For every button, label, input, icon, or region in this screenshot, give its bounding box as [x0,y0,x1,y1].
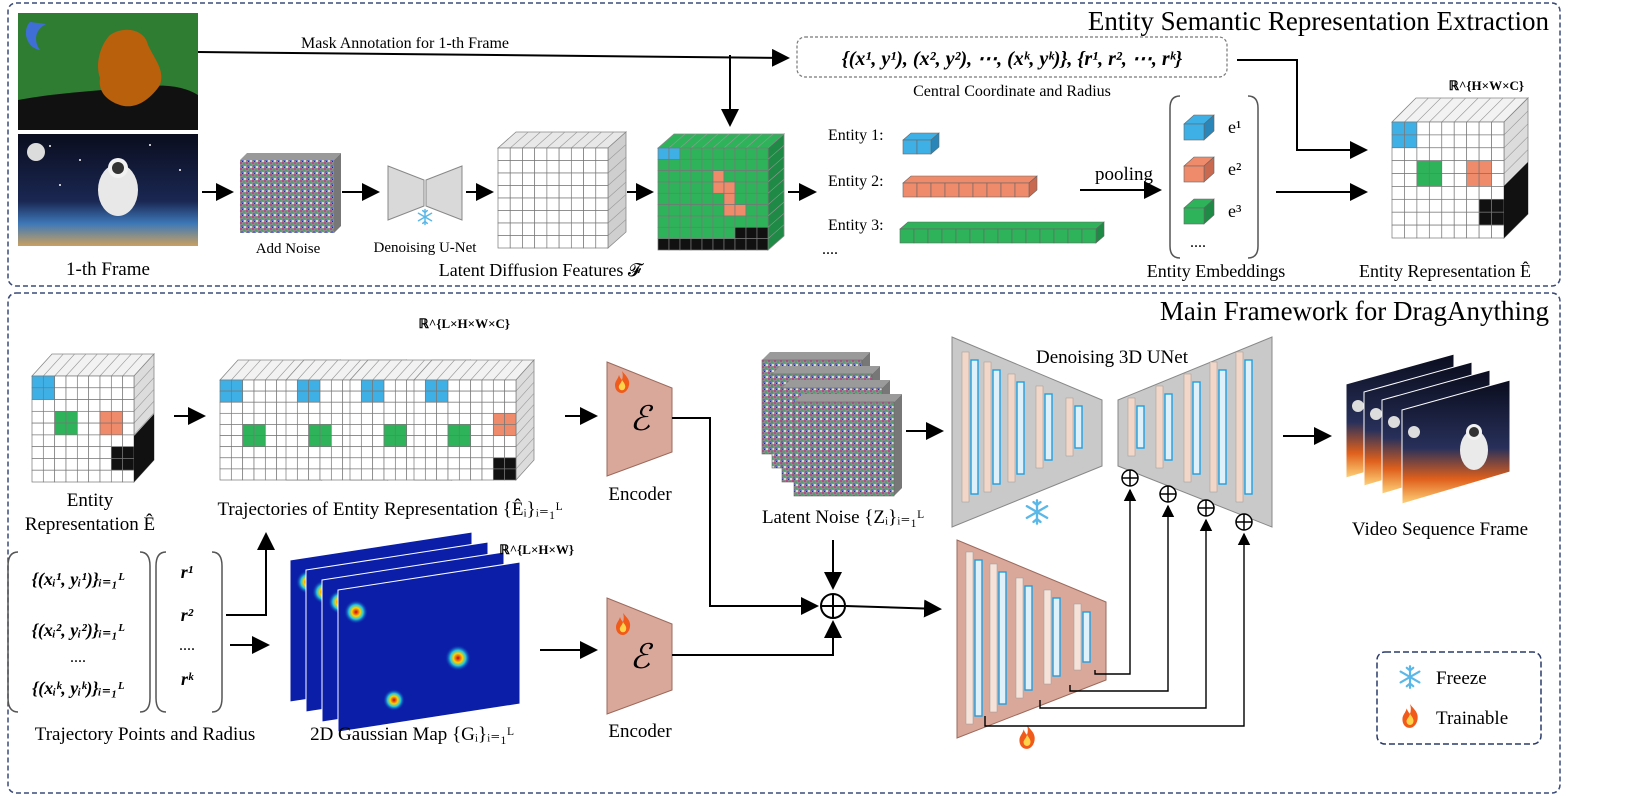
sum-node [820,593,846,619]
flame-icon [1402,704,1418,728]
noise-frame [793,394,902,497]
entity-representation-label: Entity Representation Ê [1359,260,1531,281]
entity-representation-cube [1391,97,1529,239]
entity-embedding-cubes [1183,114,1215,225]
gaussian-frame [337,561,521,733]
snowflake-icon [1399,665,1421,689]
entity-rep-line2: Representation Ê [25,513,155,535]
embedding-2-label: e² [1228,159,1241,179]
embedding-more-label: .... [1190,234,1206,251]
latent-features-label: Latent Diffusion Features 𝓕 [439,260,645,280]
denoising-3d-unet-label: Denoising 3D UNet [1036,347,1189,368]
first-frame-image [18,134,198,246]
plus-node [1235,513,1253,531]
radius-1: r¹ [181,562,193,582]
encoder-bottom-label: Encoder [608,721,672,742]
embedding-3-label: e³ [1228,201,1242,221]
snowflake-icon [417,208,433,226]
encoder-top-label: Encoder [608,484,672,505]
embeddings-bracket-left [1169,95,1181,259]
add-noise-label: Add Noise [256,241,321,257]
encoder-bottom-to-sum-arrow [672,620,842,656]
entity-more-label: .... [822,241,838,258]
bottom-panel-border [7,292,1561,794]
latent-noise-stack [761,352,902,497]
encoder-bottom-symbol: ℰ [630,639,654,676]
traj-point-k: {(xᵢᵏ, yᵢᵏ)}ᵢ₌₁ᴸ [32,678,124,699]
gaussian-blob [383,689,405,711]
mask-annotation-label: Mask Annotation for 1-th Frame [301,35,509,52]
latent-feature-cube [656,133,786,251]
noise-cube [240,153,341,233]
radius-2: r² [181,605,194,625]
latent-noise-label: Latent Noise {Zᵢ}ᵢ₌₁ᴸ [762,507,924,528]
trajectory-representation-cubes [219,358,535,482]
traj-point-1: {(xᵢ¹, yᵢ¹)}ᵢ₌₁ᴸ [32,569,125,590]
trajectory-cube [413,358,535,482]
plus-node [1197,499,1215,517]
plus-node [1159,485,1177,503]
entity-1-label: Entity 1: [828,127,884,144]
injection-plus-nodes [984,469,1253,727]
traj-point-dots: .... [70,649,86,666]
top-panel-border [7,2,1561,287]
gray-feature-cube [496,131,628,249]
trainable-control-encoder [956,539,1107,739]
radius-bracket-right [211,551,223,713]
entity-feature-bars [899,132,1105,244]
video-frames-label: Video Sequence Frame [1352,519,1528,540]
frame-caption: 1-th Frame [66,259,150,280]
injection-connector [1094,488,1137,675]
legend-trainable: Trainable [1436,708,1508,729]
encoder-top-to-sum-arrow [672,417,819,615]
space-lhwc-label: ℝ^{L×H×W×C} [419,316,511,331]
plus-node [1121,469,1139,487]
coords-caption: Central Coordinate and Radius [913,83,1111,100]
traj-bracket-right [139,551,151,713]
embedding-1-label: e¹ [1228,117,1241,137]
coords-to-representation-arrow [1237,59,1368,159]
injection-connector [984,532,1251,727]
denoising-3d-unet [951,336,1273,528]
entity-2-label: Entity 2: [828,173,884,190]
traj-bracket-left [7,551,19,713]
bottom-panel-title: Main Framework for DragAnything [1160,296,1549,326]
traj-point-2: {(xᵢ², yᵢ²)}ᵢ₌₁ᴸ [32,620,125,641]
legend-box [1376,651,1542,745]
trajectories-caption: Trajectories of Entity Representation {Ê… [217,498,562,520]
flame-icon [1019,725,1035,749]
video-frame [1401,379,1511,505]
denoising-unet-shape [387,165,463,221]
mask-annotation-arrow [197,48,790,67]
video-sequence-frames [1345,353,1511,505]
injection-connector [1039,518,1213,709]
entity-embeddings-label: Entity Embeddings [1147,261,1286,281]
radius-k: rᵏ [181,669,194,689]
embeddings-bracket-right [1247,95,1259,259]
encoder-top-symbol: ℰ [630,401,654,438]
sum-to-control-arrow [845,599,942,618]
coords-box [796,36,1228,78]
gaussian-map-stack [289,531,521,733]
mask-image [18,13,198,130]
traj-to-representation-arrow [226,532,275,616]
snowflake-icon [1025,499,1049,525]
radius-dots: .... [179,637,195,654]
top-panel-title: Entity Semantic Representation Extractio… [1088,6,1550,36]
entity-3-label: Entity 3: [828,217,884,234]
gaussian-caption: 2D Gaussian Map {Gᵢ}ᵢ₌₁ᴸ [310,724,514,745]
entity-rep-line1: Entity [67,490,114,511]
gaussian-blob [445,645,471,671]
injection-connector [1069,504,1175,692]
radius-bracket-left [155,551,167,713]
traj-caption: Trajectory Points and Radius [35,724,255,745]
space-hwc-label: ℝ^{H×W×C} [1449,78,1524,93]
legend-freeze: Freeze [1436,668,1487,689]
denoising-unet-label: Denoising U-Net [374,240,478,256]
entity-representation-cube-bottom [31,352,155,484]
pooling-label: pooling [1095,164,1154,185]
coords-formula: {(x¹, y¹), (x², y²), ⋯, (xᵏ, yᵏ)}, {r¹, … [842,48,1183,70]
space-lhw-label: ℝ^{L×H×W} [499,542,574,557]
